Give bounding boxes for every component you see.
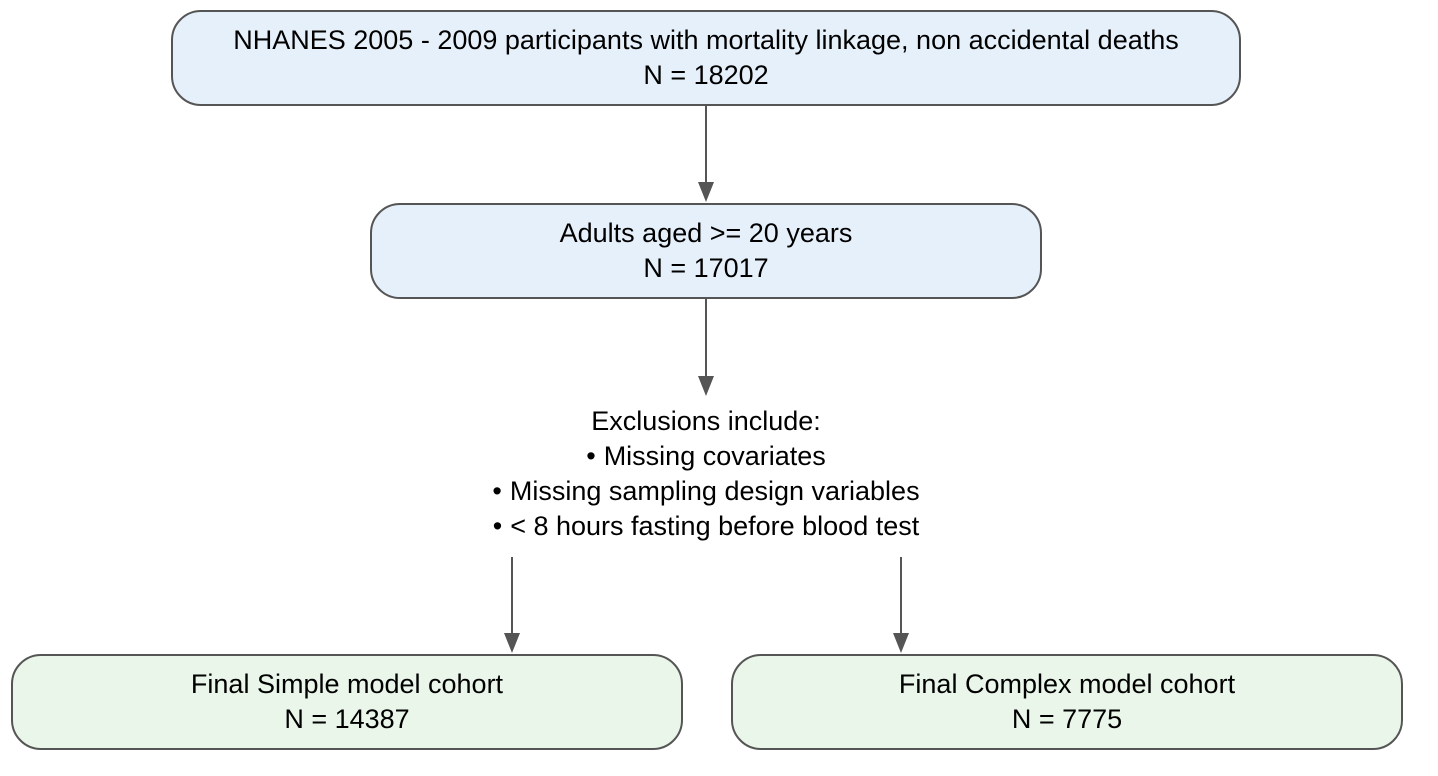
bullet-icon: •: [492, 476, 502, 506]
exclusion-item-text: Missing covariates: [603, 441, 826, 471]
exclusion-item-text: < 8 hours fasting before blood test: [510, 511, 920, 541]
simple-cohort-box: Final Simple model cohort N = 14387: [11, 654, 683, 750]
exclusion-item: •Missing covariates: [356, 439, 1056, 474]
adults-box-title: Adults aged >= 20 years: [559, 218, 853, 248]
complex-cohort-count: N = 7775: [1011, 704, 1123, 734]
exclusion-item: •< 8 hours fasting before blood test: [356, 509, 1056, 544]
bullet-icon: •: [586, 441, 596, 471]
participants-box-title: NHANES 2005 - 2009 participants with mor…: [233, 25, 1179, 55]
adults-box-count: N = 17017: [643, 253, 769, 283]
arrow-exclusions-to-complex: [893, 557, 909, 653]
exclusion-item: •Missing sampling design variables: [356, 474, 1056, 509]
exclusions-heading: Exclusions include:: [591, 406, 821, 436]
bullet-icon: •: [492, 511, 503, 541]
participants-box-count: N = 18202: [643, 60, 769, 90]
exclusions-block: Exclusions include: •Missing covariates …: [356, 404, 1056, 544]
exclusion-item-text: Missing sampling design variables: [509, 476, 920, 506]
simple-cohort-count: N = 14387: [284, 704, 410, 734]
complex-cohort-title: Final Complex model cohort: [898, 669, 1236, 699]
arrow-top-to-adults: [698, 106, 714, 202]
simple-cohort-title: Final Simple model cohort: [190, 669, 504, 699]
arrow-exclusions-to-simple: [504, 557, 520, 653]
adults-box: Adults aged >= 20 years N = 17017: [370, 203, 1042, 299]
participants-box: NHANES 2005 - 2009 participants with mor…: [171, 10, 1241, 106]
complex-cohort-box: Final Complex model cohort N = 7775: [731, 654, 1403, 750]
arrow-adults-to-exclusions: [698, 299, 714, 396]
